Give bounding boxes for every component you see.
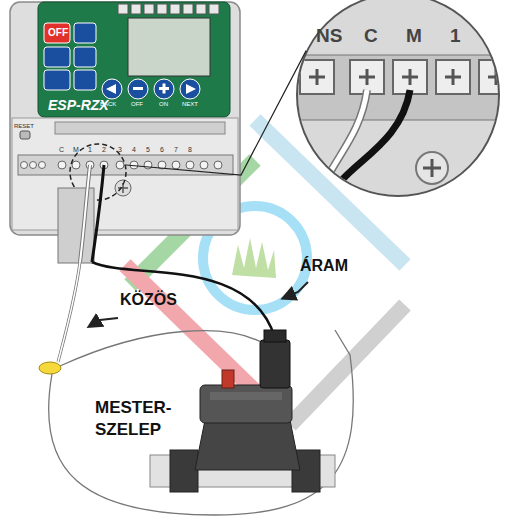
wire-nut	[39, 362, 61, 374]
controller-box: ESP-RZX	[8, 0, 242, 237]
conduit-pipe	[58, 188, 94, 263]
callout-arrow	[90, 282, 308, 326]
model-name: ESP-RZX	[48, 97, 109, 113]
leader-line	[126, 51, 306, 175]
terminal-label: NS	[316, 25, 342, 47]
terminal-zoom	[290, 0, 506, 200]
panel-label: RESET	[14, 123, 34, 129]
panel-label: OFF	[48, 27, 68, 38]
panel-label: 5	[146, 146, 150, 153]
panel-label: M	[73, 146, 79, 153]
panel-label: 4	[132, 146, 136, 153]
panel-label: 3	[118, 146, 122, 153]
zoom-circle: NS C M 1	[296, 0, 500, 197]
panel-label: BACK	[100, 101, 116, 107]
panel-label: 8	[188, 146, 192, 153]
callout-label: KÖZÖS	[120, 291, 177, 309]
terminal-label: C	[364, 25, 378, 47]
terminal-label: M	[406, 25, 422, 47]
callout-label: MESTER- SZELEP	[95, 397, 191, 441]
panel-label: 1	[88, 146, 92, 153]
panel-label: 6	[160, 146, 164, 153]
wiring	[49, 165, 354, 515]
master-valve	[150, 330, 335, 492]
panel-label: NEXT	[182, 101, 198, 107]
panel-label: 2	[102, 146, 106, 153]
panel-label: C	[59, 146, 64, 153]
callout-label: ÁRAM	[300, 257, 348, 275]
panel-label: 7	[174, 146, 178, 153]
panel-label: OFF	[131, 101, 143, 107]
panel-label: ON	[159, 101, 168, 107]
terminal-label: 1	[450, 25, 461, 47]
controller-body	[10, 2, 240, 235]
